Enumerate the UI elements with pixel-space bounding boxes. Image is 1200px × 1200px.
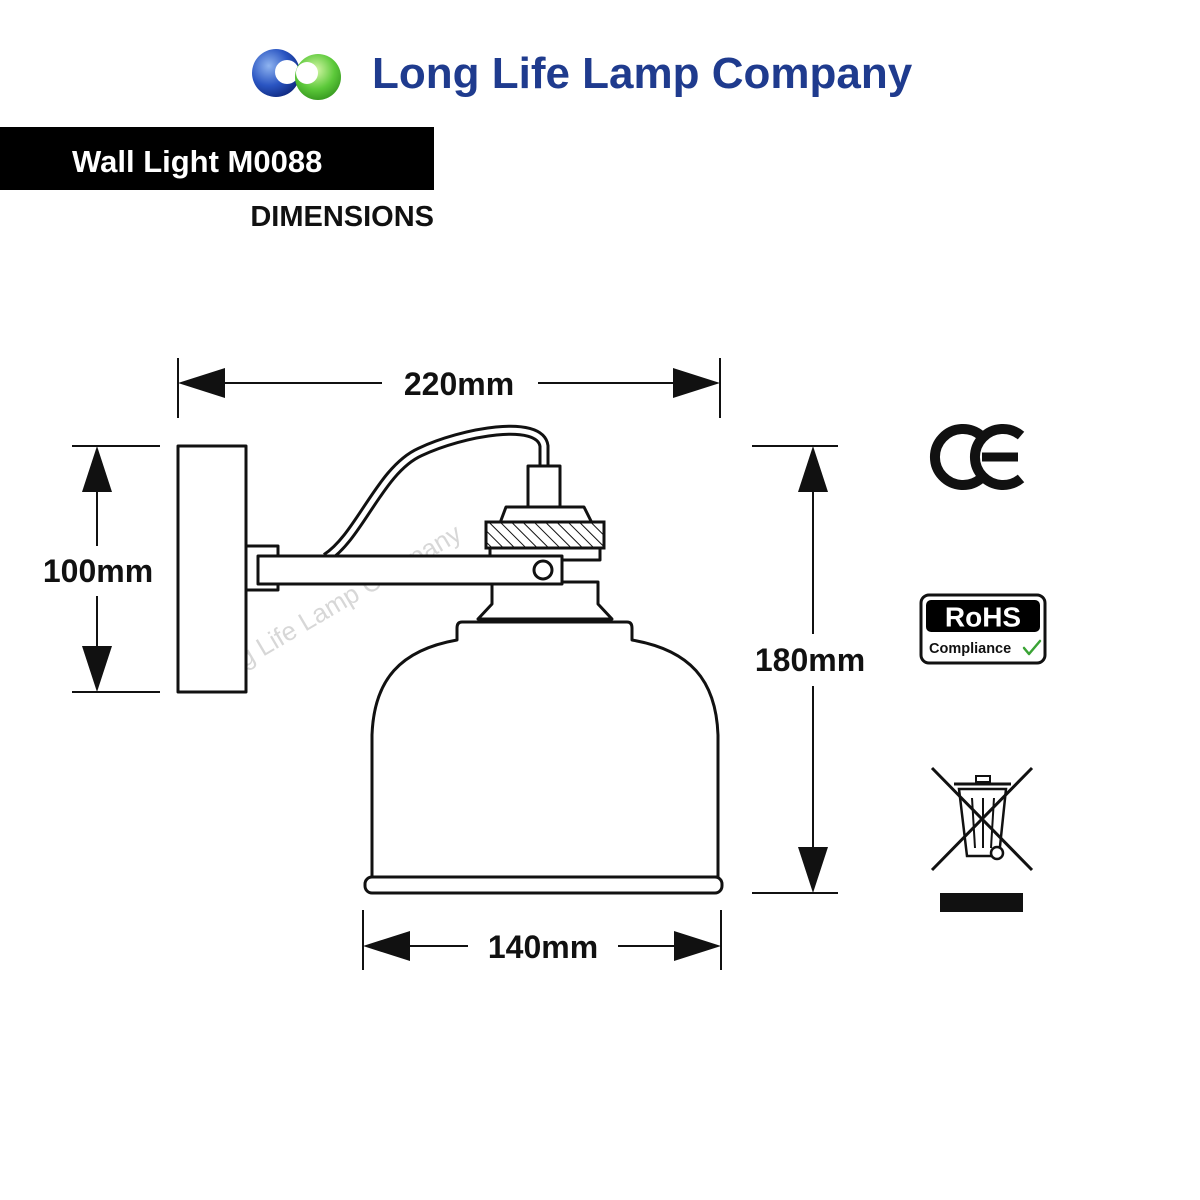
check-icon [1022,639,1042,656]
brand-logo [252,49,341,100]
dimension-overall-width: 220mm [177,358,721,418]
arm-pivot-knob [532,559,554,581]
lamp-socket [476,464,614,621]
product-title: Wall Light M0088 [72,144,322,179]
rohs-compliance-badge: RoHS Compliance [919,593,1047,665]
ce-mark [930,424,1025,490]
lamp-drawing [176,424,724,895]
dim-label-width: 220mm [404,366,514,402]
dim-label-shade-diameter: 140mm [488,929,598,965]
lamp-shade [370,620,720,879]
crossed-out-wheelie-bin-icon [930,766,1034,912]
dim-label-plate-height: 100mm [43,553,153,589]
dimension-overall-height: 180mm [752,445,865,894]
title-banner: Wall Light M0088 [0,127,434,190]
company-name: Long Life Lamp Company [372,49,913,98]
wall-plate [176,444,248,694]
lamp-arm [256,554,564,586]
dimension-wall-plate-height: 100mm [43,445,160,693]
section-label: DIMENSIONS [250,201,434,233]
shade-rim [363,875,724,895]
dimension-shade-diameter: 140mm [362,910,722,970]
rohs-title: RoHS [945,602,1021,633]
dim-label-height: 180mm [755,642,865,678]
rohs-subtitle: Compliance [929,641,1011,657]
